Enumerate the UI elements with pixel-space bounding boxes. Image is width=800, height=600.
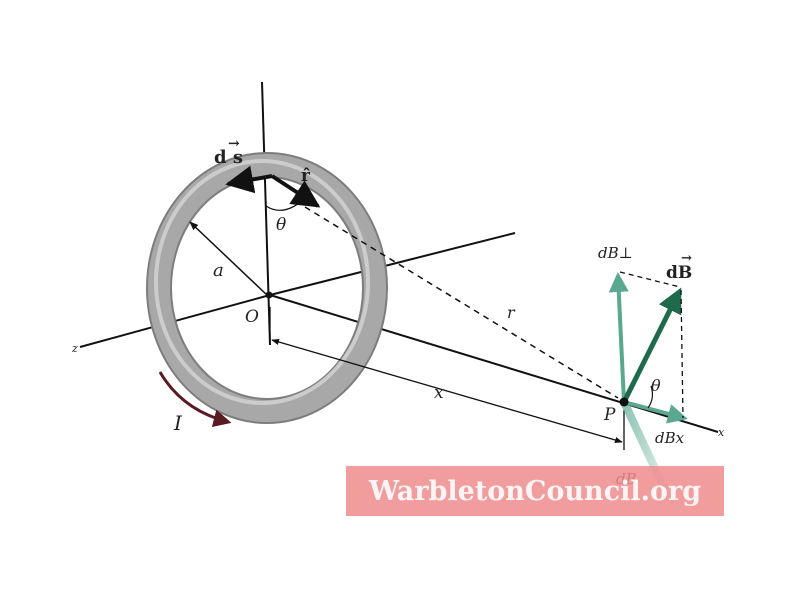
label-dB-x: dBx [655, 429, 685, 447]
label-ds: d s [214, 147, 243, 168]
label-r-hat: r̂ [301, 166, 311, 186]
dB-dash-right [680, 289, 684, 419]
vertical-axis [261, 81, 271, 346]
label-axis-z-left: z [71, 342, 78, 355]
x-dimension [269, 307, 625, 450]
dB-vector [621, 287, 682, 404]
label-x: x [434, 383, 444, 403]
current-arrow [158, 371, 232, 428]
ds-arrow [225, 165, 273, 194]
theta-loop-arc [265, 199, 304, 211]
label-dB: dB [666, 263, 692, 283]
current-loop [146, 152, 388, 424]
label-a: a [213, 260, 224, 281]
theta-P-arc [647, 385, 654, 409]
point-P [619, 397, 629, 407]
label-theta-loop: θ [276, 215, 286, 235]
dB-perp-vector [608, 272, 629, 403]
r-hat-arrow [270, 174, 321, 208]
label-origin: O [245, 307, 259, 327]
dB-dash-top [619, 271, 681, 288]
dB-x-vector [623, 400, 688, 424]
label-current: I [173, 411, 183, 435]
label-axis-x-right: x [718, 426, 725, 439]
label-point: P [603, 405, 616, 425]
label-dB-perp: dB⊥ [598, 244, 633, 262]
ds-vector-bar: → [228, 136, 240, 152]
radius-a-line [189, 221, 269, 297]
dB-vector-bar: → [681, 251, 692, 266]
watermark: WarbletonCouncil.org [346, 466, 724, 516]
label-r: r [507, 303, 516, 322]
label-theta-P: θ [651, 376, 661, 395]
watermark-text: WarbletonCouncil.org [368, 476, 701, 507]
horizontal-axis-right [269, 232, 516, 296]
origin-dot [265, 291, 273, 299]
